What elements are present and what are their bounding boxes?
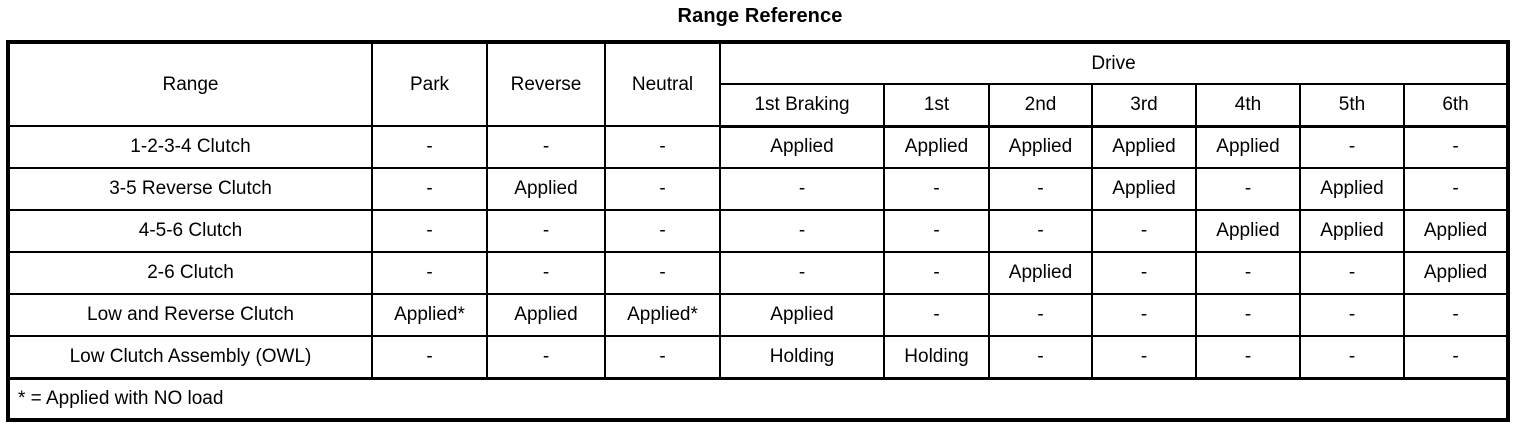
table-row: Low and Reverse Clutch Applied* Applied …	[7, 293, 1510, 337]
cell-2nd: Applied	[988, 125, 1093, 169]
cell-2nd: Applied	[988, 251, 1093, 295]
cell-4th: -	[1195, 335, 1301, 379]
cell-reverse: Applied	[486, 293, 606, 337]
cell-4th: -	[1195, 167, 1301, 211]
cell-neutral: -	[604, 335, 721, 379]
cell-1st: Holding	[883, 335, 990, 379]
column-header-4th: 4th	[1195, 83, 1301, 128]
cell-3rd: -	[1091, 335, 1197, 379]
cell-2nd: -	[988, 293, 1093, 337]
column-header-2nd: 2nd	[988, 83, 1093, 128]
cell-2nd: -	[988, 335, 1093, 379]
footnote-text: * = Applied with NO load	[6, 376, 1510, 421]
header-row-drive-subcolumns: 1st Braking 1st 2nd 3rd 4th 5th 6th	[8, 83, 1510, 128]
column-header-neutral: Neutral	[604, 41, 721, 127]
cell-3rd: -	[1091, 251, 1197, 295]
cell-1st-braking: Applied	[719, 293, 885, 337]
cell-reverse: -	[486, 209, 606, 253]
column-header-range: Range	[7, 41, 373, 127]
cell-3rd: Applied	[1091, 125, 1197, 169]
cell-6th: -	[1402, 335, 1510, 379]
cell-park: -	[371, 167, 488, 211]
row-label: 1-2-3-4 Clutch	[7, 125, 373, 169]
cell-4th: Applied	[1195, 125, 1301, 169]
cell-4th: -	[1195, 251, 1301, 295]
cell-park: -	[371, 251, 488, 295]
cell-4th: Applied	[1195, 209, 1301, 253]
cell-6th: Applied	[1402, 209, 1510, 253]
cell-reverse: -	[486, 125, 606, 169]
cell-park: Applied*	[371, 293, 488, 337]
table-row: Low Clutch Assembly (OWL) - - - Holding …	[7, 335, 1510, 379]
table-row: 1-2-3-4 Clutch - - - Applied Applied App…	[7, 125, 1510, 169]
table-header: Range Park Reverse Neutral Drive 1st Bra…	[7, 41, 1510, 128]
header-row-group: Range Park Reverse Neutral Drive	[7, 41, 1510, 127]
cell-4th: -	[1195, 293, 1301, 337]
cell-6th: Applied	[1402, 251, 1510, 295]
cell-6th: -	[1402, 293, 1510, 337]
cell-neutral: -	[604, 167, 721, 211]
cell-6th: -	[1402, 167, 1510, 211]
cell-1st: -	[883, 251, 990, 295]
page-title: Range Reference	[677, 5, 843, 27]
cell-2nd: -	[988, 209, 1093, 253]
column-header-1st-braking: 1st Braking	[719, 83, 885, 128]
cell-1st: -	[883, 167, 990, 211]
row-label: 3-5 Reverse Clutch	[7, 167, 373, 211]
column-header-5th: 5th	[1299, 83, 1405, 128]
cell-park: -	[371, 125, 488, 169]
cell-1st-braking: -	[719, 167, 885, 211]
cell-3rd: Applied	[1091, 167, 1197, 211]
cell-neutral: Applied*	[604, 293, 721, 337]
cell-3rd: -	[1091, 209, 1197, 253]
column-header-reverse: Reverse	[486, 41, 606, 127]
cell-1st-braking: Applied	[719, 125, 885, 169]
table-body: 1-2-3-4 Clutch - - - Applied Applied App…	[6, 125, 1510, 421]
table-footnote-row: * = Applied with NO load	[6, 376, 1510, 421]
cell-neutral: -	[604, 251, 721, 295]
cell-5th: -	[1299, 335, 1405, 379]
cell-1st: -	[883, 293, 990, 337]
cell-neutral: -	[604, 209, 721, 253]
row-label: 2-6 Clutch	[7, 251, 373, 295]
cell-park: -	[371, 335, 488, 379]
row-label: Low and Reverse Clutch	[7, 293, 373, 337]
table-row: 4-5-6 Clutch - - - - - - - Applied Appli…	[7, 209, 1510, 253]
cell-neutral: -	[604, 125, 721, 169]
column-group-header-drive: Drive	[718, 41, 1510, 85]
column-header-1st: 1st	[883, 83, 990, 128]
table-row: 2-6 Clutch - - - - - Applied - - - Appli…	[7, 251, 1510, 295]
cell-1st-braking: -	[719, 209, 885, 253]
cell-5th: -	[1299, 293, 1405, 337]
cell-reverse: -	[486, 251, 606, 295]
cell-park: -	[371, 209, 488, 253]
row-label: Low Clutch Assembly (OWL)	[7, 335, 373, 379]
column-header-park: Park	[371, 41, 488, 127]
range-reference-table-container: Range Park Reverse Neutral Drive 1st Bra…	[6, 40, 1511, 422]
cell-3rd: -	[1091, 293, 1197, 337]
column-header-3rd: 3rd	[1091, 83, 1197, 128]
cell-reverse: Applied	[486, 167, 606, 211]
cell-1st: -	[883, 209, 990, 253]
cell-1st-braking: Holding	[719, 335, 885, 379]
cell-5th: Applied	[1299, 209, 1405, 253]
row-label: 4-5-6 Clutch	[7, 209, 373, 253]
cell-1st: Applied	[883, 125, 990, 169]
cell-5th: -	[1299, 251, 1405, 295]
cell-1st-braking: -	[719, 251, 885, 295]
cell-5th: Applied	[1299, 167, 1405, 211]
cell-2nd: -	[988, 167, 1093, 211]
cell-6th: -	[1402, 125, 1510, 169]
table-row: 3-5 Reverse Clutch - Applied - - - - App…	[7, 167, 1510, 211]
range-reference-table: Range Park Reverse Neutral Drive 1st Bra…	[6, 40, 1511, 422]
cell-reverse: -	[486, 335, 606, 379]
column-header-6th: 6th	[1402, 83, 1510, 128]
cell-5th: -	[1299, 125, 1405, 169]
